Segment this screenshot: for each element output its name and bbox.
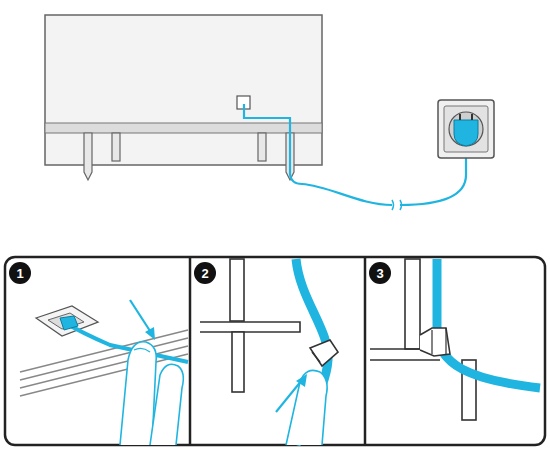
wall-outlet	[438, 100, 494, 158]
plug-pin	[459, 114, 461, 120]
plug-pin	[471, 114, 473, 120]
tv-post	[112, 133, 120, 161]
step-2-art	[200, 259, 338, 445]
callout-number: 1	[9, 267, 31, 280]
outlet-plate	[444, 106, 488, 152]
break-mark	[392, 200, 402, 210]
panel-divider	[364, 257, 367, 445]
callout-disc	[194, 262, 216, 284]
power-cord	[244, 104, 392, 205]
tv-band	[45, 123, 322, 133]
plug	[454, 120, 478, 146]
tv-leg	[84, 133, 92, 180]
socket	[449, 112, 483, 146]
callout-disc	[369, 262, 391, 284]
callout-disc	[9, 262, 31, 284]
tv-post	[258, 133, 266, 161]
panel-divider	[189, 257, 192, 445]
callout-number: 2	[194, 267, 216, 280]
step-3-art	[370, 259, 540, 420]
steps-frame	[5, 257, 545, 445]
step-1-art	[20, 300, 188, 445]
callout-number: 3	[369, 267, 391, 280]
